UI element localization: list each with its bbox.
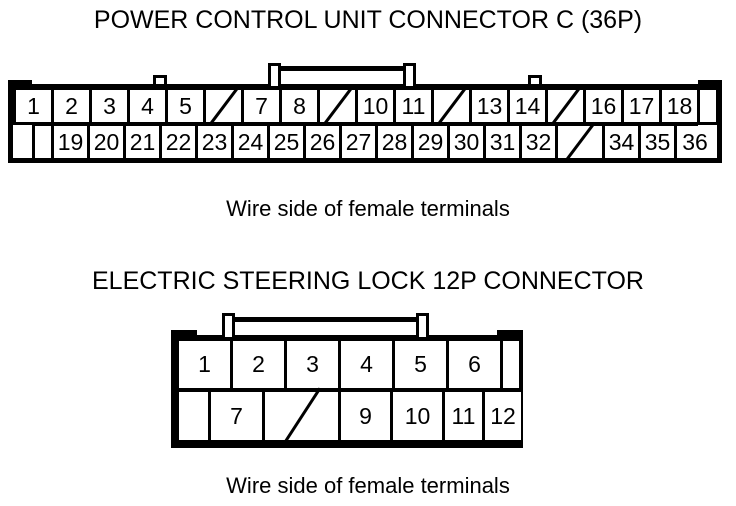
pin-22: 22 bbox=[162, 126, 198, 158]
shell-right-edge bbox=[518, 335, 523, 448]
pin-12: 12 bbox=[485, 392, 521, 440]
pin-17: 17 bbox=[624, 90, 662, 122]
pin-23: 23 bbox=[198, 126, 234, 158]
shell-right-step bbox=[698, 80, 722, 85]
pin-empty-slot bbox=[35, 126, 54, 158]
pin-5: 5 bbox=[168, 90, 206, 122]
pin-8: 8 bbox=[282, 90, 320, 122]
pin-10: 10 bbox=[393, 392, 445, 440]
pin-34: 34 bbox=[605, 126, 641, 158]
pin-unused-slot bbox=[548, 90, 586, 122]
pin-20: 20 bbox=[90, 126, 126, 158]
pin-4: 4 bbox=[341, 341, 395, 388]
shell-top-edge bbox=[8, 84, 722, 89]
pin-24: 24 bbox=[234, 126, 270, 158]
pin-14: 14 bbox=[510, 90, 548, 122]
pin-empty-slot bbox=[179, 392, 211, 440]
shell-left-edge bbox=[171, 335, 176, 448]
page-title-steering-lock: ELECTRIC STEERING LOCK 12P CONNECTOR bbox=[92, 267, 644, 295]
pin-unused-slot bbox=[434, 90, 472, 122]
pin-2: 2 bbox=[54, 90, 92, 122]
pin-9: 9 bbox=[341, 392, 393, 440]
pin-10: 10 bbox=[358, 90, 396, 122]
pin-2: 2 bbox=[233, 341, 287, 388]
pin-unused-slot bbox=[320, 90, 358, 122]
pin-6: 6 bbox=[449, 341, 503, 388]
pin-28: 28 bbox=[378, 126, 414, 158]
pin-26: 26 bbox=[306, 126, 342, 158]
pin-11: 11 bbox=[396, 90, 434, 122]
pin-19: 19 bbox=[54, 126, 90, 158]
pin-unused-slot bbox=[206, 90, 244, 122]
pin-18: 18 bbox=[662, 90, 700, 122]
shell-left-step-riser bbox=[192, 330, 197, 340]
pin-29: 29 bbox=[414, 126, 450, 158]
pin-7: 7 bbox=[211, 392, 265, 440]
pin-3: 3 bbox=[92, 90, 130, 122]
latch-bar bbox=[278, 66, 406, 71]
pin-empty-slot bbox=[700, 90, 716, 122]
shell-right-step-riser bbox=[497, 330, 502, 340]
page-title-connector-c: POWER CONTROL UNIT CONNECTOR C (36P) bbox=[93, 6, 643, 34]
caption-steering-lock: Wire side of female terminals bbox=[226, 473, 510, 498]
pin-16: 16 bbox=[586, 90, 624, 122]
pin-empty-slot bbox=[503, 341, 519, 388]
shell-right-step bbox=[497, 330, 523, 335]
pin-7: 7 bbox=[244, 90, 282, 122]
pin-13: 13 bbox=[472, 90, 510, 122]
pin-35: 35 bbox=[641, 126, 677, 158]
keying-tab-right bbox=[528, 75, 542, 87]
shell-bottom-edge bbox=[171, 443, 523, 448]
shell-left-step bbox=[171, 330, 197, 335]
pin-3: 3 bbox=[287, 341, 341, 388]
pin-4: 4 bbox=[130, 90, 168, 122]
pin-1: 1 bbox=[16, 90, 54, 122]
shell-left-step bbox=[8, 80, 32, 85]
pin-5: 5 bbox=[395, 341, 449, 388]
pin-21: 21 bbox=[126, 126, 162, 158]
shell-left-edge bbox=[8, 84, 13, 163]
latch-bar bbox=[232, 317, 419, 322]
shell-right-step-riser bbox=[698, 80, 703, 89]
pin-30: 30 bbox=[450, 126, 486, 158]
pin-unused-slot bbox=[265, 392, 341, 440]
pin-25: 25 bbox=[270, 126, 306, 158]
pin-1: 1 bbox=[179, 341, 233, 388]
pin-27: 27 bbox=[342, 126, 378, 158]
pin-31: 31 bbox=[486, 126, 522, 158]
shell-right-edge bbox=[717, 84, 722, 163]
pin-unused-slot bbox=[558, 126, 605, 158]
keying-tab-left bbox=[153, 75, 167, 87]
pin-36: 36 bbox=[677, 126, 713, 158]
shell-top-edge bbox=[171, 335, 523, 340]
pin-11: 11 bbox=[445, 392, 485, 440]
pin-32: 32 bbox=[522, 126, 558, 158]
caption-connector-c: Wire side of female terminals bbox=[226, 196, 510, 221]
shell-left-step-riser bbox=[27, 80, 32, 89]
